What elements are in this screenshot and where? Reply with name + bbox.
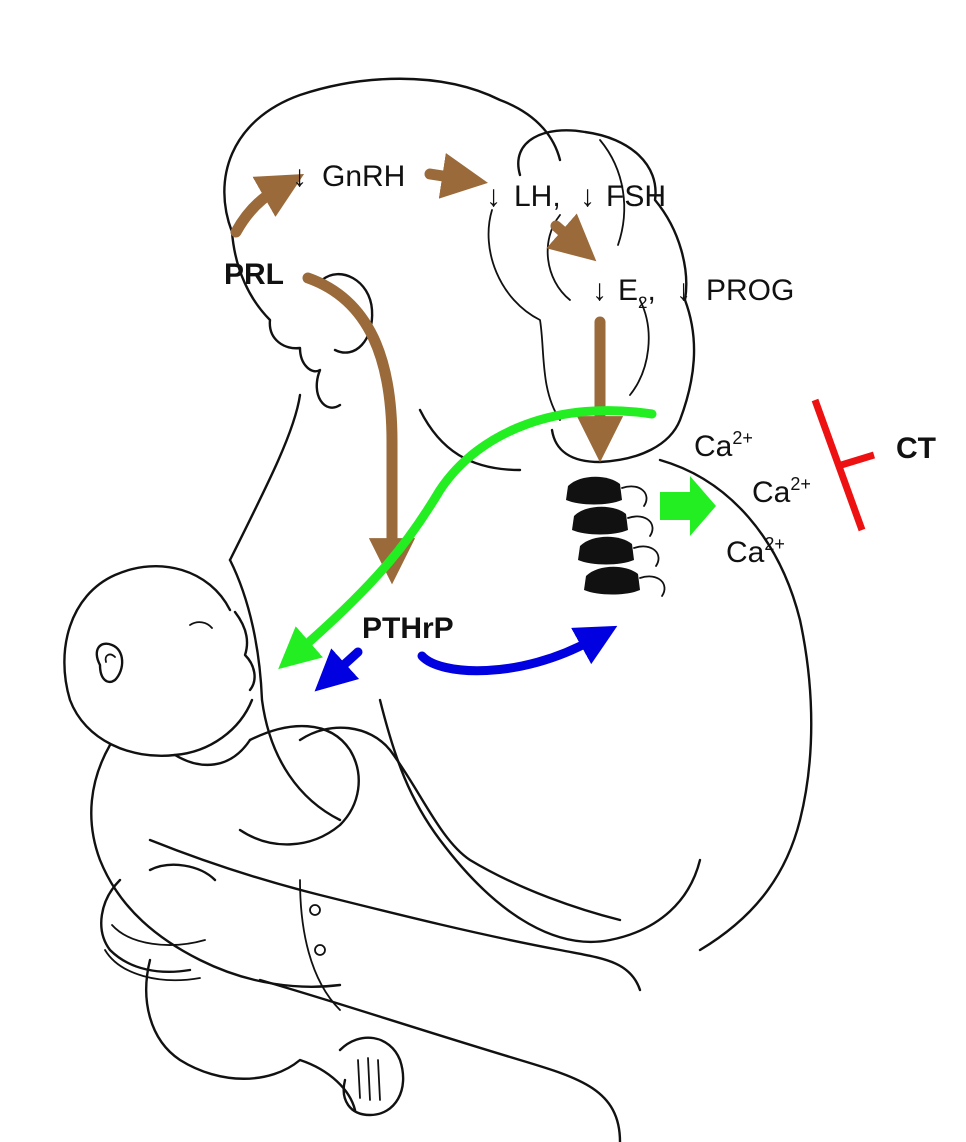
lh-down-arrow: ↓ <box>486 180 501 213</box>
baby-foot <box>338 1036 405 1117</box>
mother-forearm <box>258 978 622 1142</box>
hair-curl-a <box>599 139 626 246</box>
vertebra <box>572 506 628 535</box>
vertebra <box>578 536 634 565</box>
baby-leg <box>145 958 357 1112</box>
vertebral-process <box>627 515 654 537</box>
gnrh-down-arrow: ↓ <box>292 160 307 193</box>
bone-calcium-release-arrow <box>660 476 716 536</box>
blue-arrows <box>314 625 618 692</box>
prl-to-gnrh-arrow <box>230 173 305 238</box>
mother-neck-front <box>228 393 302 562</box>
baby-body <box>90 743 342 988</box>
mother-breast <box>228 558 342 822</box>
fsh-to-estrogen-arrow <box>546 213 597 262</box>
estrogen-down-arrow: ↓ <box>592 274 607 307</box>
vertebra <box>584 566 640 595</box>
vertebra <box>566 476 622 505</box>
romper-button-1 <box>309 904 321 916</box>
baby-ear-inner <box>104 653 116 663</box>
brown-arrows <box>230 153 624 585</box>
hormone-labels: ↓ GnRH ↓ LH, ↓ FSH PRL ↓ E2, ↓ PROG Ca2+… <box>224 160 936 645</box>
prog-label: PROG <box>706 274 794 307</box>
mother-back-shoulder <box>658 458 813 952</box>
baby-figure <box>63 564 405 1117</box>
estrogen-label: E2, <box>618 274 656 312</box>
mother-face <box>230 230 342 409</box>
hair-curl-d <box>487 209 561 421</box>
pthrp-to-breast-arrow <box>314 647 363 692</box>
mother-figure <box>100 77 813 1142</box>
baby-collar <box>173 738 252 767</box>
romper-seam <box>299 879 341 1011</box>
green-arrows <box>278 406 716 670</box>
mother-ear <box>320 272 374 354</box>
vertebral-process <box>633 545 660 567</box>
baby-head <box>63 564 254 757</box>
ct-label: CT <box>896 432 936 465</box>
vertebral-process <box>639 575 666 597</box>
mother-hand <box>100 863 217 973</box>
baby-arm <box>238 724 360 846</box>
calcitonin-inhibition <box>811 398 876 532</box>
pthrp-label: PTHrP <box>362 612 454 645</box>
mother-torso <box>378 698 702 944</box>
mother-head-outline <box>223 77 562 234</box>
romper-button-2 <box>314 944 326 956</box>
fsh-down-arrow: ↓ <box>580 180 595 213</box>
calcium-to-milk-arrow <box>278 406 657 670</box>
mother-arm-upper <box>298 726 622 922</box>
prog-down-arrow: ↓ <box>676 274 691 307</box>
red-t-bar-stem <box>836 451 876 470</box>
calcium-label-3: Ca2+ <box>726 534 785 569</box>
hair-curl-c <box>629 299 650 396</box>
baby-face <box>233 610 256 692</box>
spine-illustration <box>566 476 666 597</box>
prl-label: PRL <box>224 258 284 291</box>
calcium-label-1: Ca2+ <box>694 428 753 463</box>
mother-arm-lower <box>148 838 642 992</box>
prl-to-pthrp-arrow <box>302 272 416 585</box>
mother-fingers <box>104 924 206 982</box>
mother-neck-back <box>418 408 522 472</box>
baby-toes <box>357 1057 381 1101</box>
lh-label: LH, <box>514 180 561 213</box>
fsh-label: FSH <box>606 180 666 213</box>
calcium-label-2: Ca2+ <box>752 474 811 509</box>
pthrp-to-bone-arrow <box>417 625 618 676</box>
gnrh-to-lh-arrow <box>424 153 488 199</box>
baby-eye <box>189 621 213 629</box>
baby-ear <box>95 642 124 684</box>
gnrh-label: GnRH <box>322 160 405 193</box>
vertebral-process <box>621 485 648 507</box>
